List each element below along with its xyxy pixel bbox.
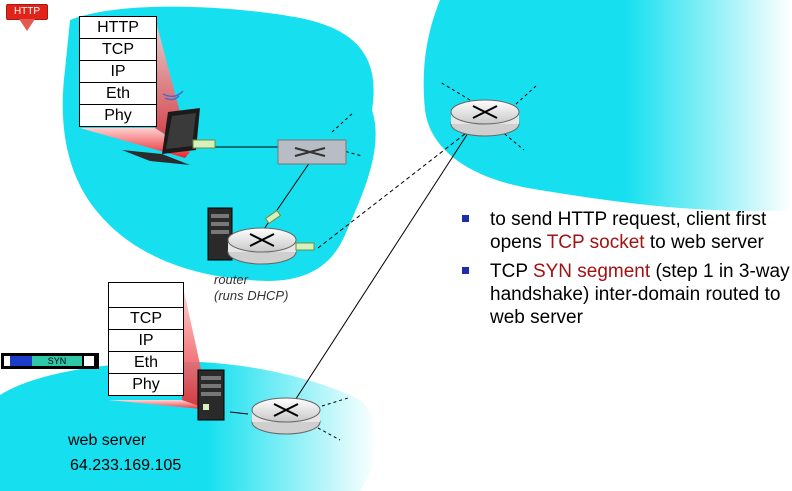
bullet-2-part-3: (step 1 in 3-way handshake) inter-domain… — [490, 261, 790, 328]
bullet-2-part-1: TCP — [490, 261, 533, 282]
http-tag-label: HTTP — [13, 6, 41, 17]
bullet-2-highlight: SYN segment — [532, 261, 651, 282]
stack-layer-ip: IP — [80, 61, 156, 83]
explanation-bullets: to send HTTP request, client first opens… — [460, 208, 790, 335]
bullet-item: TCP SYN segment (step 1 in 3-way handsha… — [460, 260, 790, 329]
stack-layer-phy: Phy — [104, 107, 132, 124]
router-caption-line1: router — [214, 272, 248, 287]
stack-layer-phy: Phy — [132, 376, 160, 393]
bullet-1-part-1: to send HTTP request, client first opens — [490, 209, 767, 253]
stack-layer-http: HTTP — [80, 17, 156, 39]
stack-layer-ip: IP — [109, 330, 183, 352]
laptop-icon[interactable] — [122, 108, 216, 165]
bullet-square-icon — [462, 267, 469, 274]
bullet-item: to send HTTP request, client first opens… — [460, 208, 790, 254]
isp-router-icon[interactable] — [450, 99, 520, 137]
stack-layer-tcp: TCP — [109, 308, 183, 330]
packet-label: SYN — [32, 356, 82, 366]
bullet-1-part-3: to web server — [644, 232, 764, 253]
client-protocol-stack: HTTP TCP IP Eth Phy — [79, 16, 157, 127]
server-router-icon[interactable] — [251, 397, 321, 435]
http-message-icon: HTTP — [6, 4, 48, 20]
isp-network-cloud — [423, 0, 792, 211]
router-caption: router (runs DHCP) — [214, 272, 288, 304]
down-arrow-icon — [19, 19, 35, 31]
server-network-cloud — [0, 361, 377, 491]
stack-layer-app-empty — [109, 283, 183, 308]
bullet-square-icon — [462, 215, 469, 222]
server-protocol-stack: TCP IP Eth Phy — [108, 282, 184, 396]
bullet-1-highlight: TCP socket — [546, 232, 645, 253]
web-server-name: web server — [68, 432, 147, 449]
switch-icon[interactable] — [276, 139, 348, 165]
stack-layer-eth: Eth — [80, 83, 156, 105]
syn-packet-icon: SYN — [1, 353, 99, 369]
web-server-icon[interactable] — [197, 369, 225, 421]
stack-layer-tcp: TCP — [80, 39, 156, 61]
client-router-icon[interactable] — [227, 209, 315, 265]
web-server-ip: 64.233.169.105 — [70, 457, 182, 474]
router-caption-line2: (runs DHCP) — [214, 288, 289, 303]
stack-layer-eth: Eth — [109, 352, 183, 374]
